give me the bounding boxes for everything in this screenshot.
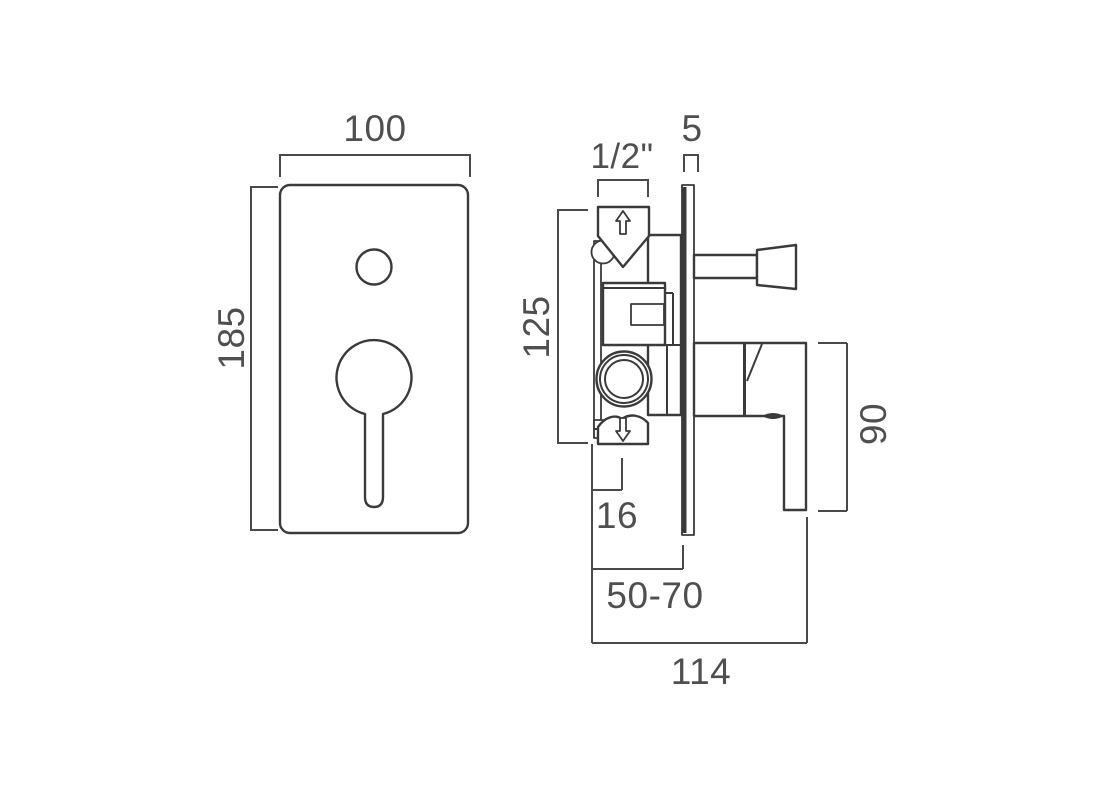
lever-handle-side [692, 341, 808, 512]
diverter-stem [692, 253, 759, 280]
side-outlet-port-ring [599, 354, 649, 404]
dim-handle-height-label: 90 [853, 403, 894, 445]
dim-overall-depth-bracket [592, 517, 808, 644]
dim-plate-height-bracket [250, 186, 278, 531]
diverter-button [355, 248, 393, 286]
cartridge-block-notch [630, 303, 665, 326]
dim-body-height-bracket [557, 209, 588, 444]
valve-body-steps [663, 292, 681, 415]
dim-recess-depth-bracket [592, 545, 684, 570]
diverter-knob [755, 243, 798, 291]
side-view: 1/2" 5 125 16 50-70 114 90 [516, 108, 894, 692]
dim-plate-thickness-bracket [683, 154, 699, 172]
arrow-down-icon [615, 417, 631, 442]
dim-inlet-label: 1/2" [590, 137, 653, 176]
dim-body-height-label: 125 [516, 295, 557, 358]
lever-handle-front [335, 338, 413, 509]
dim-inlet-bracket [597, 179, 649, 197]
front-view: 100 185 [211, 108, 471, 535]
inlet-port [596, 205, 651, 269]
dim-plate-width-label: 100 [343, 108, 406, 149]
dim-outlet-offset-label: 16 [596, 495, 638, 536]
dim-plate-thickness-label: 5 [681, 108, 702, 149]
dim-overall-depth-label: 114 [671, 651, 732, 692]
mounting-rail [593, 240, 602, 438]
dim-outlet-offset-bracket [591, 444, 623, 643]
dim-handle-height-bracket [818, 342, 848, 512]
lever-underside-detail [762, 413, 784, 419]
dim-plate-width-bracket [279, 154, 471, 177]
side-outlet-port-inner [604, 359, 644, 399]
lever-joint-line [746, 343, 763, 382]
dim-recess-depth-label: 50-70 [606, 575, 703, 616]
dim-plate-height-label: 185 [211, 306, 252, 369]
arrow-up-icon [615, 210, 631, 235]
